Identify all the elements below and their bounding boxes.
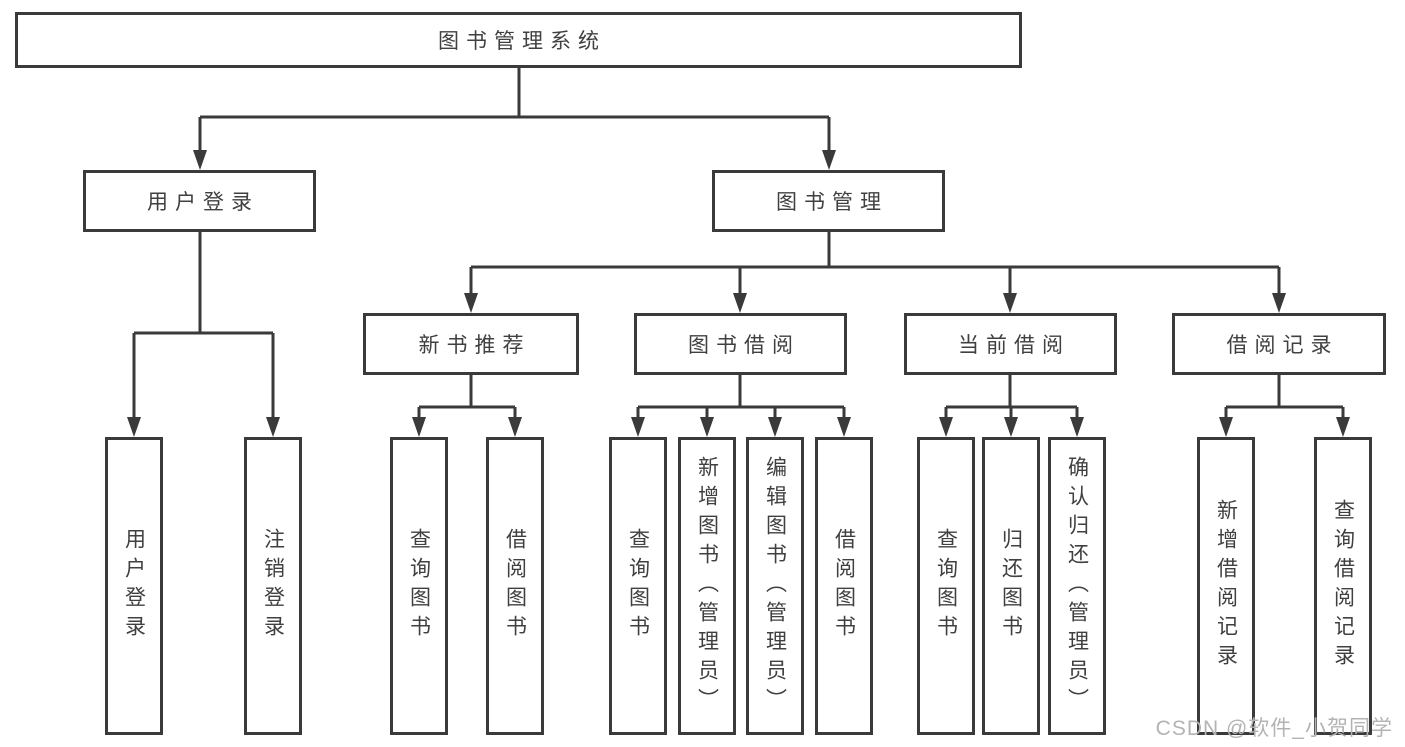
leaf-confirm-return-admin: 确认归还（管理员）: [1048, 437, 1106, 735]
arrow-down-icon: [1004, 417, 1018, 437]
leaf-label: 借阅图书: [832, 528, 856, 644]
arrow-down-icon: [1003, 293, 1017, 313]
connector-current: [944, 375, 1079, 419]
connector-lines: [132, 68, 1345, 419]
leaf-borrow-book-2: 借阅图书: [815, 437, 873, 735]
leaf-label: 查询图书: [407, 528, 431, 644]
node-borrow-records: 借阅记录: [1172, 313, 1386, 375]
leaf-label: 新增图书（管理员）: [695, 455, 719, 717]
node-new-book-recommend-label: 新书推荐: [418, 334, 531, 357]
arrow-down-icon: [464, 293, 478, 313]
node-borrow-records-label: 借阅记录: [1226, 334, 1339, 357]
arrow-down-icon: [412, 417, 426, 437]
leaf-label: 借阅图书: [503, 528, 527, 644]
connector-root: [198, 68, 831, 152]
leaf-label: 新增借阅记录: [1214, 499, 1238, 673]
node-book-borrow-label: 图书借阅: [688, 334, 800, 357]
node-user-login: 用户登录: [83, 170, 316, 232]
node-current-borrow-label: 当前借阅: [958, 334, 1070, 357]
arrow-down-icon: [822, 150, 836, 170]
leaf-edit-book-admin: 编辑图书（管理员）: [746, 437, 804, 735]
leaf-add-book-admin: 新增图书（管理员）: [678, 437, 736, 735]
watermark: CSDN @软件_小贺同学: [1155, 717, 1393, 740]
arrow-down-icon: [1272, 293, 1286, 313]
leaf-label: 注销登录: [261, 528, 285, 644]
node-root: 图书管理系统: [15, 12, 1022, 68]
leaf-label: 用户登录: [122, 528, 146, 644]
leaf-user-login: 用户登录: [105, 437, 163, 735]
arrow-down-icon: [837, 417, 851, 437]
connector-manage: [469, 232, 1281, 295]
arrowheads: [127, 150, 1350, 437]
leaf-label: 查询图书: [934, 528, 958, 644]
leaf-label: 编辑图书（管理员）: [763, 455, 787, 717]
leaf-query-book-1: 查询图书: [390, 437, 448, 735]
arrow-down-icon: [127, 417, 141, 437]
arrow-down-icon: [768, 417, 782, 437]
leaf-label: 查询借阅记录: [1331, 499, 1355, 673]
leaf-label: 确认归还（管理员）: [1065, 455, 1089, 717]
node-current-borrow: 当前借阅: [904, 313, 1117, 375]
node-user-login-label: 用户登录: [147, 191, 259, 214]
node-new-book-recommend: 新书推荐: [363, 313, 579, 375]
leaf-logout: 注销登录: [244, 437, 302, 735]
arrow-down-icon: [939, 417, 953, 437]
connector-recommend: [417, 375, 517, 419]
arrow-down-icon: [1070, 417, 1084, 437]
arrow-down-icon: [700, 417, 714, 437]
arrow-down-icon: [193, 150, 207, 170]
connector-records: [1224, 375, 1345, 419]
leaf-label: 查询图书: [626, 528, 650, 644]
connector-login: [132, 232, 275, 419]
leaf-borrow-book-1: 借阅图书: [486, 437, 544, 735]
node-book-management-label: 图书管理: [776, 191, 888, 214]
leaf-query-book-2: 查询图书: [609, 437, 667, 735]
node-root-label: 图书管理系统: [438, 30, 606, 53]
node-book-management: 图书管理: [712, 170, 945, 232]
arrow-down-icon: [508, 417, 522, 437]
node-book-borrow: 图书借阅: [634, 313, 847, 375]
leaf-label: 归还图书: [999, 528, 1023, 644]
arrow-down-icon: [1336, 417, 1350, 437]
arrow-down-icon: [1219, 417, 1233, 437]
leaf-add-borrow-record: 新增借阅记录: [1197, 437, 1255, 735]
connector-borrow: [636, 375, 846, 419]
arrow-down-icon: [266, 417, 280, 437]
leaf-return-book: 归还图书: [982, 437, 1040, 735]
arrow-down-icon: [733, 293, 747, 313]
leaf-query-book-3: 查询图书: [917, 437, 975, 735]
arrow-down-icon: [631, 417, 645, 437]
leaf-query-borrow-record: 查询借阅记录: [1314, 437, 1372, 735]
